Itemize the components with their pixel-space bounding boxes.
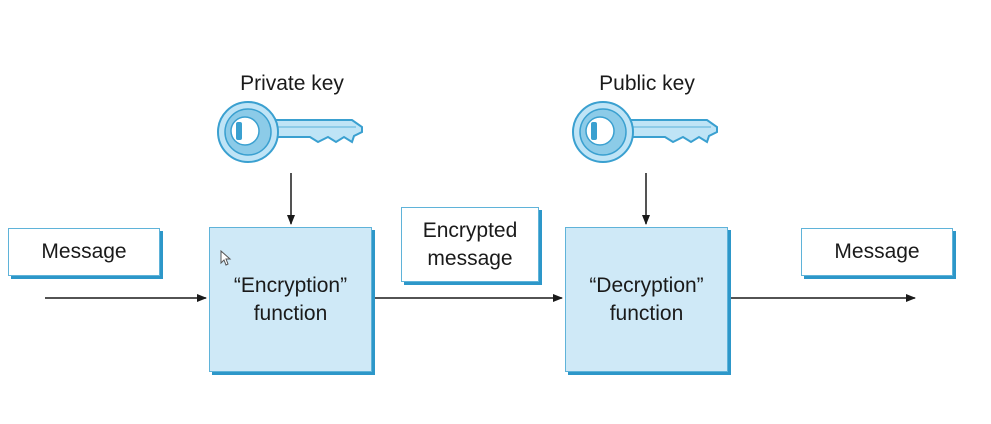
- key-icon: [217, 101, 363, 163]
- key-icon: [572, 101, 718, 163]
- cursor-icon: [220, 250, 232, 266]
- encrypted-message-line1: Encrypted: [422, 218, 518, 242]
- input-message-label: Message: [41, 240, 127, 263]
- encryption-function-box: “Encryption” function: [209, 227, 372, 372]
- private-key-label: Private key: [240, 72, 344, 95]
- decryption-function-line2: function: [609, 301, 684, 325]
- encryption-function-line1: “Encryption”: [233, 273, 348, 297]
- output-message-label: Message: [834, 240, 920, 263]
- encryption-function-line2: function: [253, 301, 328, 325]
- public-key-label: Public key: [599, 72, 695, 95]
- output-message-box: Message: [801, 228, 953, 276]
- decryption-function-line1: “Decryption”: [589, 273, 704, 297]
- encrypted-message-box: Encrypted message: [401, 207, 539, 282]
- encrypted-message-line2: message: [427, 246, 513, 270]
- input-message-box: Message: [8, 228, 160, 276]
- decryption-function-box: “Decryption” function: [565, 227, 728, 372]
